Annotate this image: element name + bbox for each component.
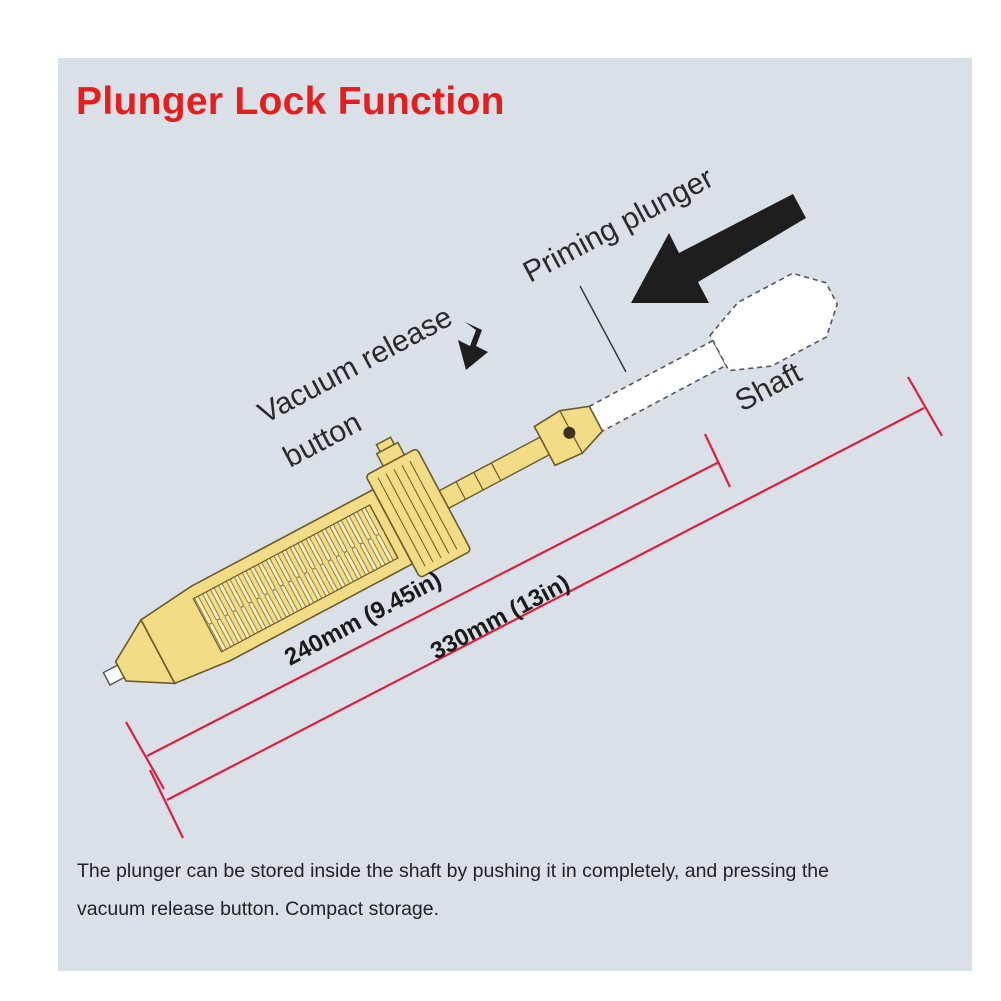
dimension-long-label: 330mm (13in) [426, 569, 574, 665]
caption: The plunger can be stored inside the sha… [77, 852, 937, 928]
vacuum-release-label-line1: Vacuum release [253, 300, 458, 430]
plunger-rod [434, 433, 556, 512]
caption-line-1: The plunger can be stored inside the sha… [77, 860, 829, 882]
dimension-long [149, 376, 943, 839]
desoldering-pump [102, 272, 839, 686]
dimension-short [125, 433, 731, 790]
down-arrow-icon [458, 322, 488, 370]
push-arrow-icon [631, 194, 806, 303]
plunger-cap-dot [563, 426, 576, 439]
diagram-panel [58, 58, 972, 971]
caption-line-2: vacuum release button. Compact storage. [77, 898, 440, 920]
grip-ribs [192, 504, 399, 653]
priming-plunger-leader [579, 285, 627, 373]
ghost-plunger [588, 272, 839, 433]
page-title: Plunger Lock Function [76, 80, 505, 123]
